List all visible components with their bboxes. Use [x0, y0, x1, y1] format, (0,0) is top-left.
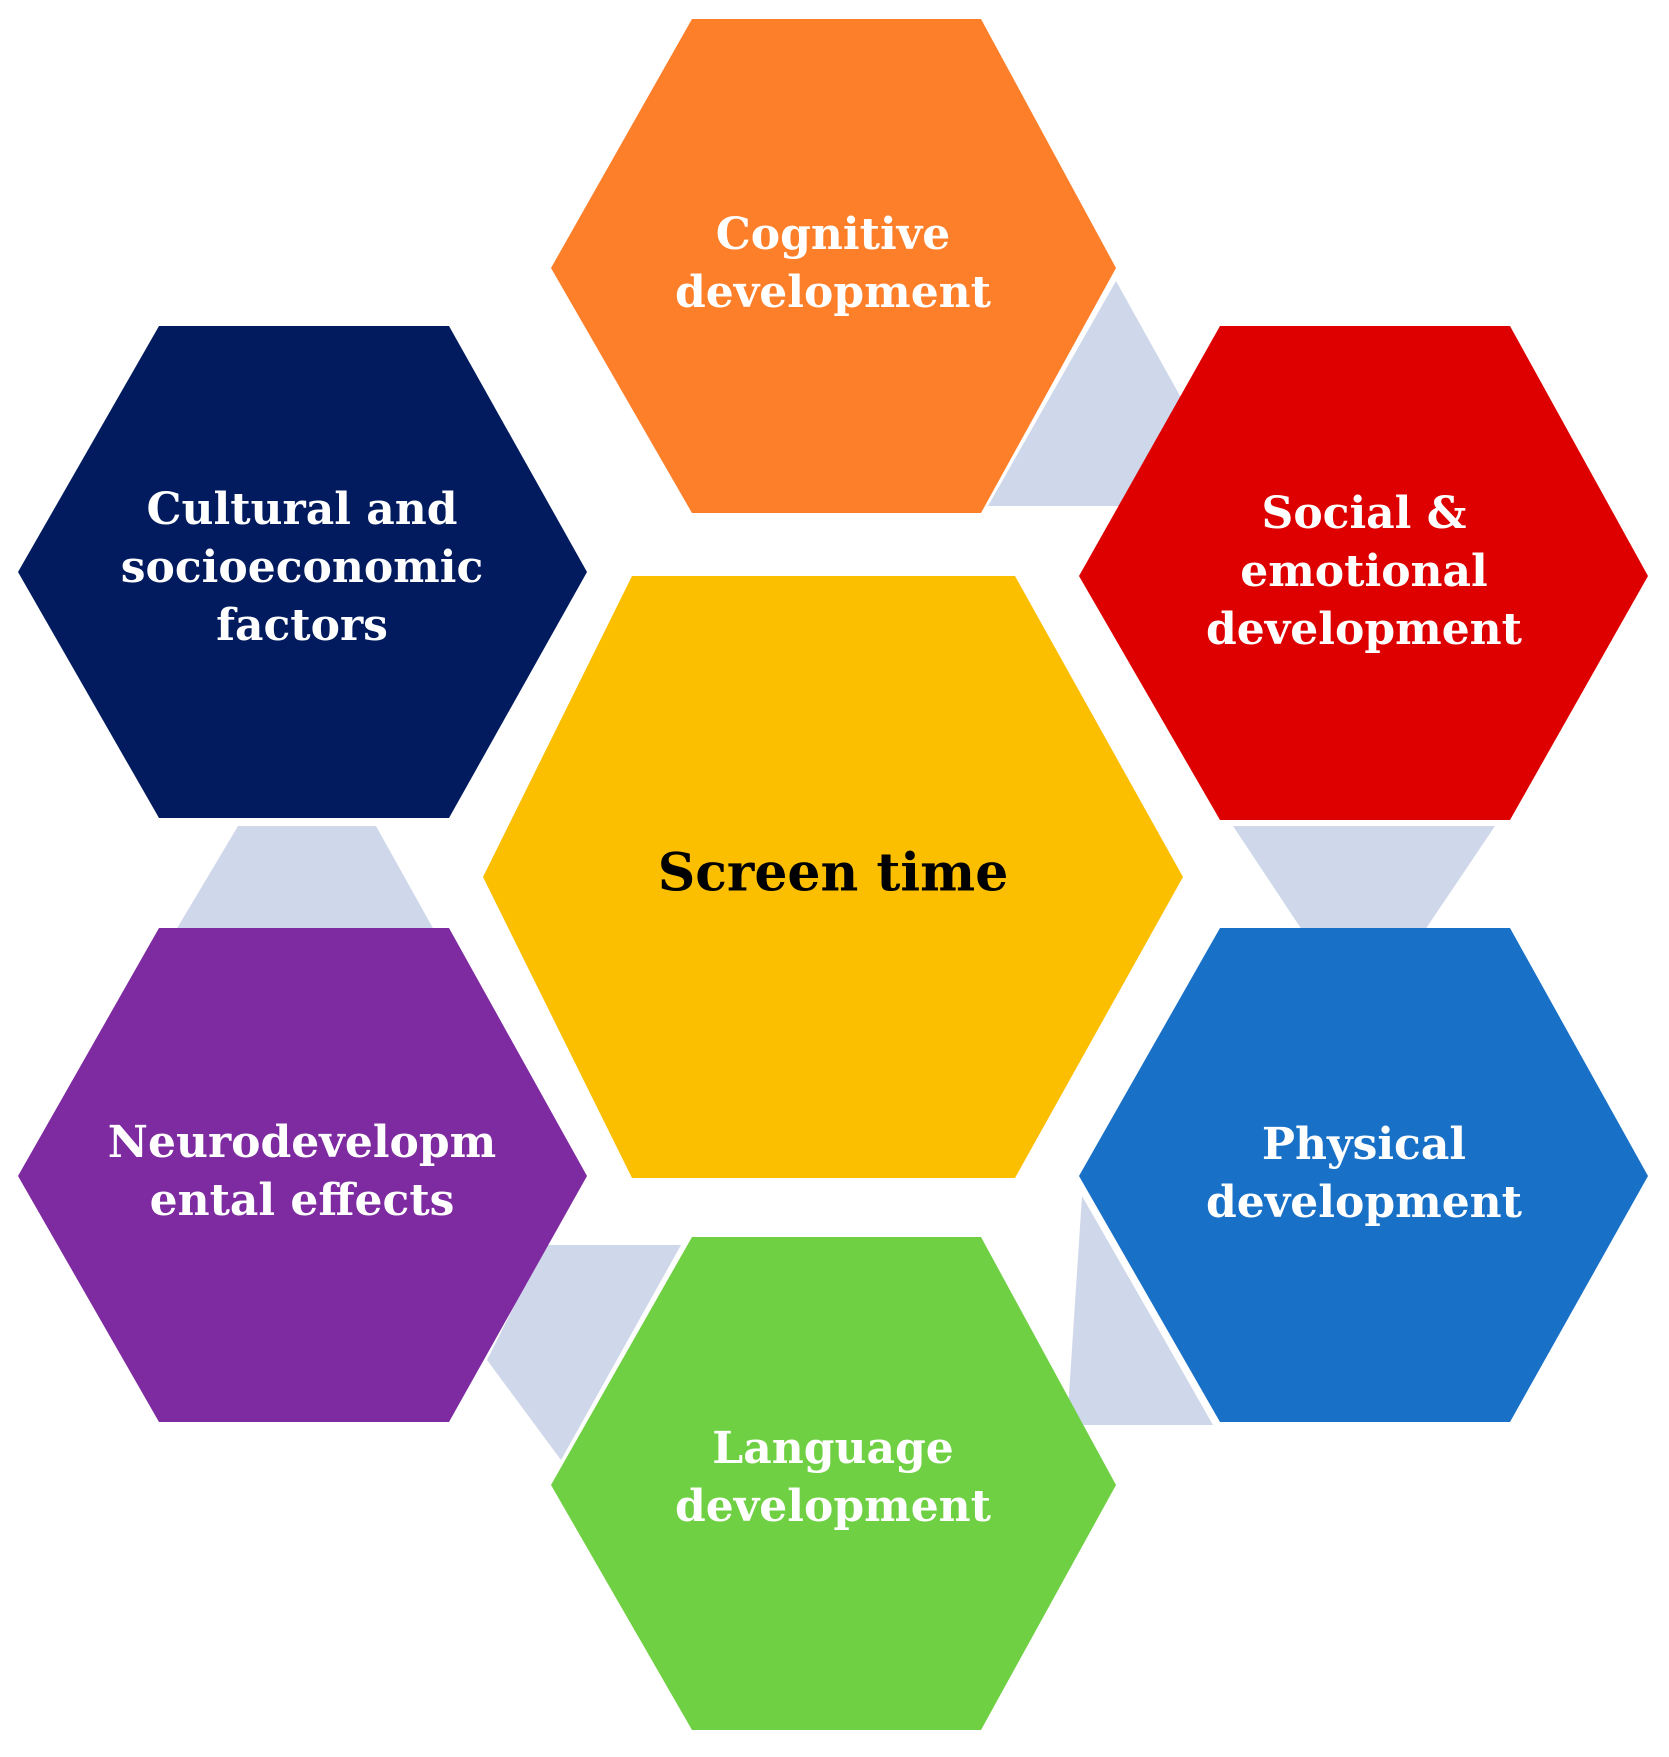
- physical-development-hexagon-shape: [1079, 928, 1648, 1422]
- social-emotional-development-label: Social & emotional development: [1206, 488, 1523, 655]
- neurodevelopmental-effects-hexagon: Neurodevelopm ental effects: [18, 928, 587, 1422]
- connectors: [176, 281, 1495, 1460]
- neuro-label-line: ental effects: [150, 1175, 455, 1226]
- social-label-line: development: [1206, 604, 1523, 655]
- physical-label-line: development: [1206, 1177, 1523, 1228]
- physical-development-hexagon: Physical development: [1079, 928, 1648, 1422]
- center-hexagon-shape: [483, 576, 1183, 1178]
- center-label: Screen time: [658, 843, 1009, 904]
- center-hexagon: Screen time: [483, 576, 1183, 1178]
- connector-cognitive-social: [988, 281, 1184, 506]
- cognitive-label-line: development: [675, 267, 992, 318]
- connector-neuro-cultural: [176, 826, 434, 930]
- social-label-line: Social &: [1262, 488, 1467, 539]
- connector-social-physical: [1233, 826, 1495, 930]
- connector-physical-language: [1067, 1196, 1213, 1425]
- language-development-hexagon: Language development: [551, 1237, 1116, 1730]
- cognitive-label-line: Cognitive: [716, 209, 950, 260]
- language-label-line: Language: [712, 1423, 953, 1474]
- cultural-label-line: socioeconomic: [121, 542, 484, 593]
- neuro-label-line: Neurodevelopm: [108, 1117, 496, 1168]
- neurodevelopmental-effects-label: Neurodevelopm ental effects: [108, 1117, 496, 1226]
- cultural-socioeconomic-factors-label: Cultural and socioeconomic factors: [121, 484, 484, 651]
- language-development-hexagon-shape: [551, 1237, 1116, 1730]
- physical-label-line: Physical: [1262, 1119, 1466, 1170]
- cultural-label-line: factors: [216, 600, 388, 651]
- cultural-label-line: Cultural and: [146, 484, 457, 535]
- cultural-socioeconomic-factors-hexagon-shape: [18, 326, 587, 818]
- cultural-socioeconomic-factors-hexagon: Cultural and socioeconomic factors: [18, 326, 587, 818]
- cognitive-development-label: Cognitive development: [675, 209, 992, 318]
- cognitive-development-hexagon-shape: [551, 19, 1116, 513]
- language-label-line: development: [675, 1481, 992, 1532]
- language-development-label: Language development: [675, 1423, 992, 1532]
- social-emotional-development-hexagon-shape: [1079, 326, 1648, 820]
- physical-development-label: Physical development: [1206, 1119, 1523, 1228]
- neurodevelopmental-effects-hexagon-shape: [18, 928, 587, 1422]
- connector-language-neuro: [487, 1245, 681, 1460]
- social-emotional-development-hexagon: Social & emotional development: [1079, 326, 1648, 820]
- social-label-line: emotional: [1240, 546, 1488, 597]
- cognitive-development-hexagon: Cognitive development: [551, 19, 1116, 513]
